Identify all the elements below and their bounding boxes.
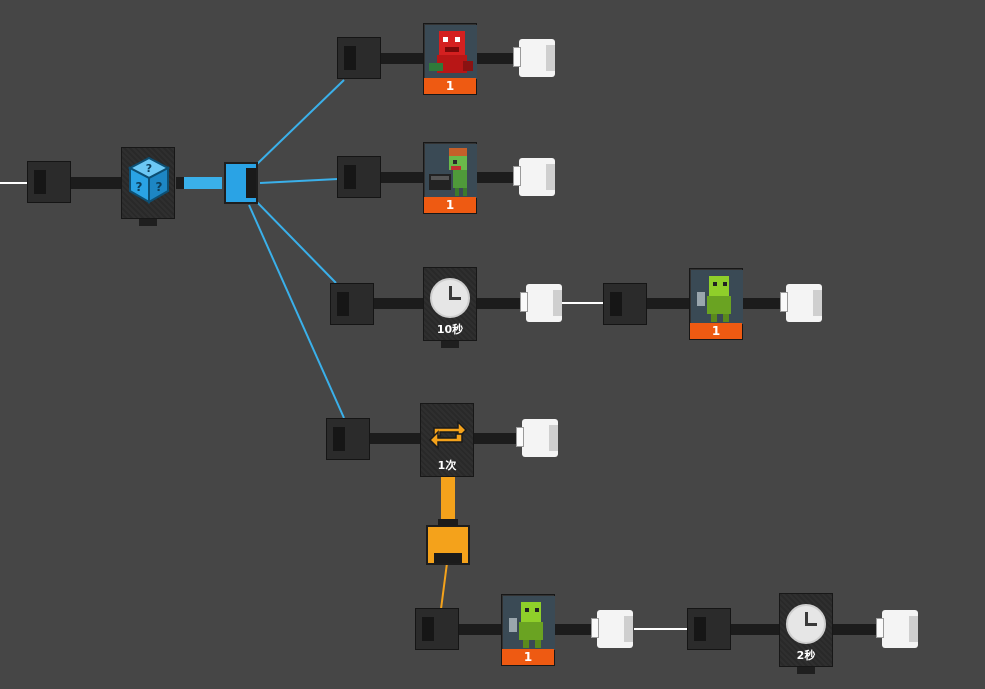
spawn-enemy-node[interactable]: 1 xyxy=(689,268,743,340)
wire-blue xyxy=(252,197,337,284)
clock-icon xyxy=(786,604,826,644)
output-port[interactable] xyxy=(516,419,558,457)
output-port[interactable] xyxy=(591,610,633,648)
node-tab xyxy=(797,667,815,674)
random-node[interactable]: ? ? ? xyxy=(121,147,175,226)
repeat-arrows-icon xyxy=(428,420,468,450)
wire-orange xyxy=(440,562,448,610)
wire-dark xyxy=(476,53,516,64)
loop-node[interactable]: 1次 xyxy=(420,403,474,477)
svg-text:?: ? xyxy=(136,180,143,194)
input-port[interactable] xyxy=(603,283,647,325)
input-port[interactable] xyxy=(337,37,381,79)
splitter-node[interactable] xyxy=(224,162,258,204)
wire-dark xyxy=(646,298,690,309)
wire-blue xyxy=(248,204,345,419)
wire-blue-thick xyxy=(184,177,222,189)
wire-dark xyxy=(742,298,784,309)
wire-blue xyxy=(255,79,345,166)
wait-duration: 2秒 xyxy=(796,649,816,662)
loop-body-connector[interactable] xyxy=(426,519,470,565)
wire-dark xyxy=(70,177,122,189)
output-port[interactable] xyxy=(513,39,555,77)
wire-dark xyxy=(476,298,524,309)
wire-dark xyxy=(476,172,516,183)
red-monster-icon xyxy=(425,25,477,79)
wire-dark xyxy=(730,624,780,635)
spawn-enemy-node[interactable]: 1 xyxy=(423,23,477,95)
wait-node[interactable]: 2秒 xyxy=(779,593,833,674)
green-goblin-icon xyxy=(691,270,743,324)
loop-count: 1次 xyxy=(437,459,457,472)
wire-blue xyxy=(259,178,339,184)
output-port[interactable] xyxy=(520,284,562,322)
wire-dark xyxy=(372,298,424,309)
spawn-enemy-node[interactable]: 1 xyxy=(423,142,477,214)
svg-text:?: ? xyxy=(146,162,152,175)
wire-dark xyxy=(368,433,422,444)
wire-dark xyxy=(554,624,596,635)
wire-dark xyxy=(458,624,502,635)
input-port[interactable] xyxy=(687,608,731,650)
dice-question-icon: ? ? ? xyxy=(127,156,171,204)
spawn-enemy-node[interactable]: 1 xyxy=(501,594,555,666)
input-port[interactable] xyxy=(330,283,374,325)
input-port[interactable] xyxy=(27,161,71,203)
wire-dark xyxy=(380,53,424,64)
output-port[interactable] xyxy=(876,610,918,648)
enemy-count: 1 xyxy=(690,323,742,339)
input-port[interactable] xyxy=(415,608,459,650)
enemy-count: 1 xyxy=(502,649,554,665)
wire-dark xyxy=(474,433,518,444)
zombie-chest-icon xyxy=(425,144,477,198)
wait-node[interactable]: 10秒 xyxy=(423,267,477,348)
wire-dark xyxy=(176,177,186,189)
input-port[interactable] xyxy=(326,418,370,460)
wire-dark xyxy=(380,172,424,183)
wait-duration: 10秒 xyxy=(436,323,464,336)
input-port[interactable] xyxy=(337,156,381,198)
output-port[interactable] xyxy=(513,158,555,196)
svg-text:?: ? xyxy=(156,180,163,194)
clock-icon xyxy=(430,278,470,318)
enemy-count: 1 xyxy=(424,78,476,94)
green-goblin-icon xyxy=(503,596,555,650)
output-port[interactable] xyxy=(780,284,822,322)
wire-orange-thick xyxy=(441,476,455,522)
enemy-count: 1 xyxy=(424,197,476,213)
wire-dark xyxy=(832,624,878,635)
node-tab xyxy=(139,219,157,226)
node-tab xyxy=(441,341,459,348)
